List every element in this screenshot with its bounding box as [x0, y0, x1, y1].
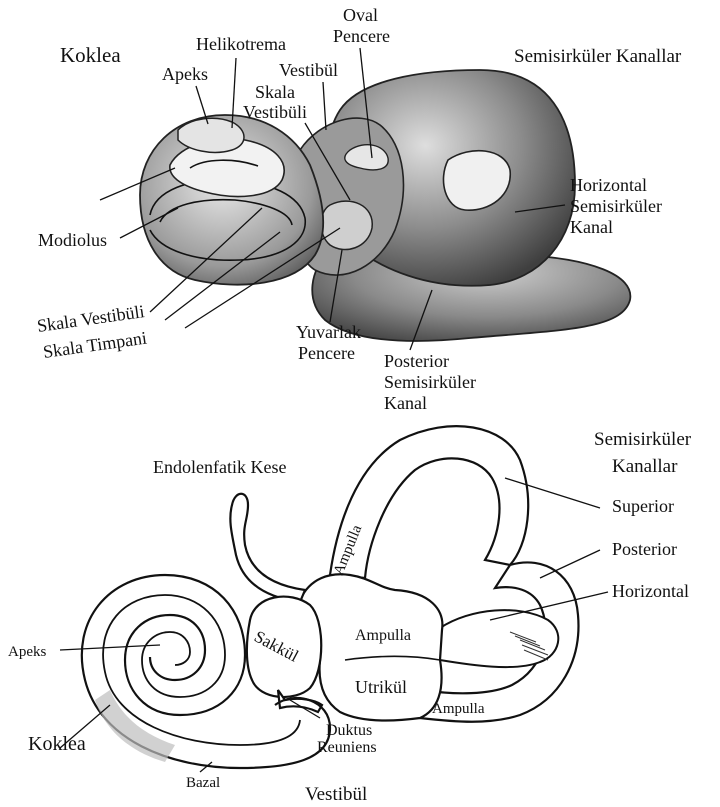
label-semisirkuler-bottom-2: Kanallar	[612, 456, 678, 477]
superior-canal	[330, 426, 528, 578]
label-semisirkuler-bottom-1: Semisirküler	[594, 429, 692, 450]
label-vestibul-bottom: Vestibül	[305, 784, 367, 805]
round-window-shape	[321, 201, 372, 249]
label-endolenfatik-kese: Endolenfatik Kese	[153, 457, 286, 477]
label-horizontal-top-1: Horizontal	[570, 175, 647, 195]
label-oval-2: Pencere	[333, 26, 390, 46]
label-horizontal-top-3: Kanal	[570, 217, 613, 237]
label-skala-2: Vestibüli	[243, 102, 307, 122]
label-posterior-top-3: Kanal	[384, 393, 427, 413]
label-helikotrema: Helikotrema	[196, 34, 286, 54]
horizontal-canal	[440, 610, 558, 667]
endolymphatic-duct	[230, 494, 305, 602]
label-bazal: Bazal	[186, 775, 220, 791]
label-ampulla-low: Ampulla	[432, 701, 485, 717]
cochlea-shaded-band	[95, 690, 175, 762]
label-vestibul-top: Vestibül	[279, 60, 338, 80]
label-semisirkuler-kanallar-top: Semisirküler Kanallar	[514, 46, 682, 67]
label-koklea-top: Koklea	[60, 43, 121, 67]
label-superior: Superior	[612, 496, 674, 516]
label-modiolus: Modiolus	[38, 230, 107, 250]
label-horizontal-bottom: Horizontal	[612, 581, 689, 601]
label-duktus-2: Reuniens	[317, 739, 377, 756]
cochlea-turn-apex	[178, 118, 244, 152]
label-posterior-top-2: Semisirküler	[384, 372, 476, 392]
label-apeks-top: Apeks	[162, 64, 208, 84]
label-oval-1: Oval	[343, 5, 378, 25]
label-posterior-top-1: Posterior	[384, 351, 449, 371]
oval-window-shape	[345, 145, 388, 170]
bottom-illustration	[82, 426, 579, 768]
label-ampulla-mid: Ampulla	[355, 627, 411, 644]
label-apeks-bottom: Apeks	[8, 644, 46, 660]
label-posterior-bottom: Posterior	[612, 539, 677, 559]
label-yuvarlak-2: Pencere	[298, 343, 355, 363]
label-horizontal-top-2: Semisirküler	[570, 196, 662, 216]
label-duktus-1: Duktus	[326, 722, 372, 739]
label-skala-1: Skala	[255, 82, 295, 102]
label-yuvarlak-1: Yuvarlak	[296, 322, 361, 342]
label-utrikul: Utrikül	[355, 677, 407, 697]
label-koklea-bottom: Koklea	[28, 733, 86, 755]
